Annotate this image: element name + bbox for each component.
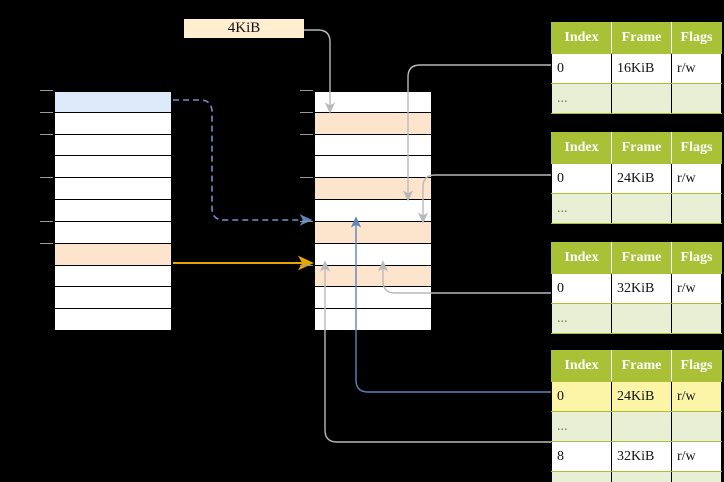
page-table-4-header-flags: Flags: [671, 350, 722, 382]
phys-cell-tick-8: [300, 264, 313, 266]
page-table-3-r1-flags: [671, 303, 722, 334]
page-table-3-header-index: Index: [551, 242, 612, 274]
frame-size-label: 4KiB: [184, 19, 304, 38]
vaddr-cell-row-4: [54, 178, 172, 201]
phys-cell-row-2: [314, 134, 432, 157]
page-table-1-r1-frame: [611, 83, 672, 114]
page-table-4-r2-index: 8: [551, 441, 612, 472]
vaddr-cell-row-2: [54, 134, 172, 157]
page-table-4-row: ...: [551, 471, 722, 482]
page-table-4-r1-index: ...: [551, 411, 612, 442]
wire-vaddr-dashed: [173, 99, 313, 226]
phys-cell-row-10: [314, 309, 432, 331]
phys-cell-row-3: [314, 156, 432, 179]
vaddr-cell-row-9: [54, 287, 172, 310]
page-table-2-header-flags: Flags: [671, 132, 722, 164]
vaddr-cell-row-1: [54, 112, 172, 135]
phys-cell-row-8: [314, 265, 432, 288]
page-table-2-r1-frame: [611, 193, 672, 224]
page-table-3-row: ...: [551, 303, 722, 334]
page-table-4-header-index: Index: [551, 350, 612, 382]
physical-memory-column: [313, 90, 433, 332]
page-table-4-r0-frame: 24KiB: [611, 381, 672, 412]
page-table-3-r0-index: 0: [551, 273, 612, 304]
vaddr-cell-tick-2: [40, 133, 53, 135]
page-table-4-r2-flags: r/w: [671, 441, 722, 472]
phys-cell-row-4: [314, 178, 432, 201]
page-table-4-r1-frame: [611, 411, 672, 442]
page-table-1-r0-flags: r/w: [671, 53, 722, 84]
page-table-1-r1-index: ...: [551, 83, 612, 114]
page-table-2-r0-flags: r/w: [671, 163, 722, 194]
page-table-2-row: ...: [551, 193, 722, 224]
page-table-2-header-frame: Frame: [611, 132, 672, 164]
phys-cell-row-6: [314, 221, 432, 244]
phys-cell-tick-2: [300, 133, 313, 135]
page-table-3-r0-flags: r/w: [671, 273, 722, 304]
page-table-4-row: ...: [551, 411, 722, 442]
page-table-2-r1-flags: [671, 193, 722, 224]
page-table-1-r0-frame: 16KiB: [611, 53, 672, 84]
phys-cell-tick-0: [300, 90, 313, 91]
page-table-4-header-frame: Frame: [611, 350, 672, 382]
wire-table2-to-frame: [417, 174, 551, 224]
page-table-1-header-frame: Frame: [611, 22, 672, 54]
vaddr-cell-row-6: [54, 221, 172, 244]
page-table-1-header-index: Index: [551, 22, 612, 54]
page-table-4-r0-flags: r/w: [671, 381, 722, 412]
page-table-1-row: ...: [551, 83, 722, 114]
vaddr-cell-tick-6: [40, 220, 53, 222]
vaddr-cell-row-0: [54, 91, 172, 113]
vaddr-cell-tick-0: [40, 90, 53, 91]
page-table-2-r0-frame: 24KiB: [611, 163, 672, 194]
page-table-1-header-flags: Flags: [671, 22, 722, 54]
frame-size-label-text: 4KiB: [227, 20, 261, 36]
vaddr-cell-row-10: [54, 309, 172, 331]
phys-cell-row-5: [314, 200, 432, 222]
page-table-4-r2-frame: 32KiB: [611, 441, 672, 472]
phys-cell-tick-4: [300, 177, 313, 179]
page-table-3-header-flags: Flags: [671, 242, 722, 274]
vaddr-cell-row-8: [54, 265, 172, 288]
page-table-2-header-index: Index: [551, 132, 612, 164]
page-table-3-r1-frame: [611, 303, 672, 334]
page-table-4-r3-flags: [671, 471, 722, 482]
page-table-2-r1-index: ...: [551, 193, 612, 224]
vaddr-cell-tick-7: [40, 242, 53, 244]
page-table-4-r1-flags: [671, 411, 722, 442]
page-table-2-r0-index: 0: [551, 163, 612, 194]
page-table-4-r3-index: ...: [551, 471, 612, 482]
phys-cell-row-0: [314, 91, 432, 113]
vaddr-cell-row-7: [54, 243, 172, 266]
phys-cell-tick-6: [300, 220, 313, 222]
phys-cell-row-1: [314, 112, 432, 135]
vaddr-cell-row-3: [54, 156, 172, 179]
page-table-3-r1-index: ...: [551, 303, 612, 334]
page-table-4-r3-frame: [611, 471, 672, 482]
vaddr-cell-row-5: [54, 200, 172, 222]
vaddr-cell-tick-4: [40, 177, 53, 179]
page-table-4-r0-index: 0: [551, 381, 612, 412]
vaddr-cell-tick-1: [40, 111, 53, 113]
page-table-1-r0-index: 0: [551, 53, 612, 84]
virtual-address-space-column: [53, 90, 173, 332]
phys-cell-tick-1: [300, 111, 313, 113]
page-table-3-header-frame: Frame: [611, 242, 672, 274]
phys-cell-row-9: [314, 287, 432, 310]
phys-cell-row-7: [314, 243, 432, 266]
page-table-1-r1-flags: [671, 83, 722, 114]
page-table-3-r0-frame: 32KiB: [611, 273, 672, 304]
